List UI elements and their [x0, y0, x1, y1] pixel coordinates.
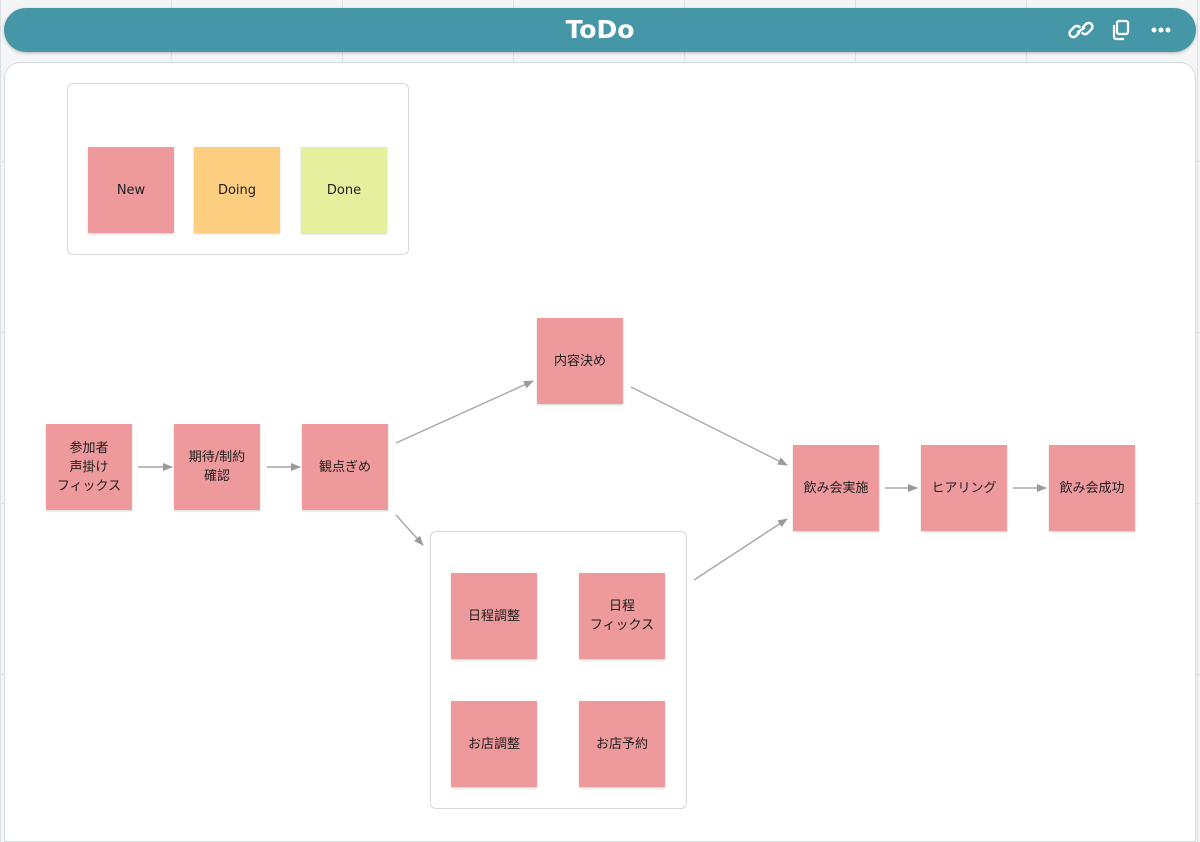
arrow-content-party: [630, 386, 788, 466]
link-icon[interactable]: [1068, 18, 1094, 42]
legend-new-sticky[interactable]: New: [88, 147, 174, 233]
board-title: ToDo: [565, 15, 635, 44]
more-icon[interactable]: [1148, 18, 1174, 42]
sticky-party[interactable]: 飲み会実施: [793, 445, 879, 531]
sticky-hearing[interactable]: ヒアリング: [921, 445, 1007, 531]
sticky-success[interactable]: 飲み会成功: [1049, 445, 1135, 531]
arrow-viewpoints-content: [395, 380, 534, 444]
sticky-schedule-adjust[interactable]: 日程調整: [451, 573, 537, 659]
sticky-shop-adjust[interactable]: お店調整: [451, 701, 537, 787]
connector-arrows: [138, 380, 1047, 581]
sticky-schedule-fix[interactable]: 日程 フィックス: [579, 573, 665, 659]
legend-doing-sticky[interactable]: Doing: [194, 147, 280, 233]
board-header: ToDo: [4, 8, 1196, 52]
legend-done-sticky[interactable]: Done: [301, 147, 387, 233]
arrow-group-party: [693, 518, 788, 581]
sticky-shop-reserve[interactable]: お店予約: [579, 701, 665, 787]
arrow-viewpoints-group: [395, 514, 424, 546]
sticky-participants[interactable]: 参加者 声掛け フィックス: [46, 424, 132, 510]
board-canvas[interactable]: New Doing Done 参加者 声掛け フィックス 期待/制約 確認 観点…: [4, 62, 1196, 842]
sticky-viewpoints[interactable]: 観点ぎめ: [302, 424, 388, 510]
sticky-expectations[interactable]: 期待/制約 確認: [174, 424, 260, 510]
copy-icon[interactable]: [1108, 18, 1134, 42]
sticky-content[interactable]: 内容決め: [537, 318, 623, 404]
